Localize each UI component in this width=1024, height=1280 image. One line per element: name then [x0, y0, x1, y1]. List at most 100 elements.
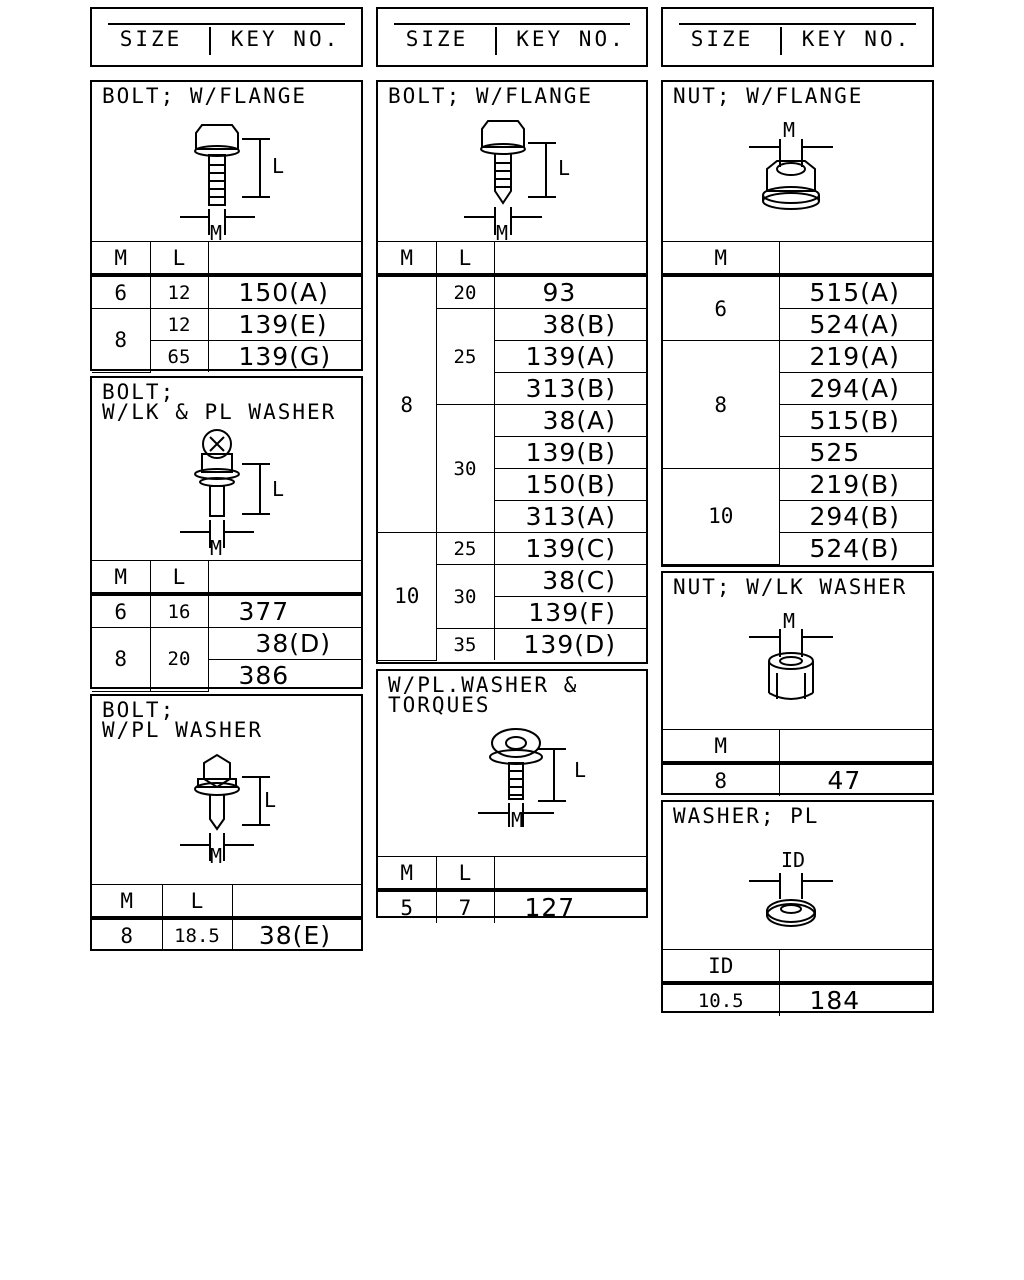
cell-l: 7: [435, 889, 495, 923]
size-label: SIZE: [690, 27, 754, 51]
cell-m: 6: [92, 593, 151, 628]
svg-text:L: L: [574, 758, 586, 782]
svg-text:M: M: [210, 221, 222, 242]
cell-m: 8: [92, 308, 151, 373]
key-no: 294(B): [779, 500, 932, 533]
svg-text:M: M: [783, 118, 795, 142]
panel-title: NUT; W/LK WASHER: [673, 575, 908, 599]
key-no: 139(B): [494, 436, 646, 469]
panel-title: NUT; W/FLANGE: [673, 84, 864, 108]
key-no: 294(A): [779, 372, 932, 405]
key-no: 139(C): [493, 532, 646, 565]
key-no: 386: [208, 659, 361, 691]
size-key-header-1: SIZE KEY NO.: [90, 7, 363, 67]
cell-m: 5: [378, 889, 437, 923]
key-no: 377: [207, 593, 361, 628]
col-m: M: [663, 241, 780, 277]
cell-m: 6: [92, 274, 151, 309]
panel-title: W/PL.WASHER & TORQUES: [388, 673, 579, 717]
cell-l: 25: [436, 308, 495, 405]
lock-washer-bolt-icon: L M: [180, 429, 284, 558]
flange-bolt-icon: L M: [180, 124, 284, 242]
size-label: SIZE: [119, 27, 183, 51]
key-no: 139(G): [207, 340, 361, 372]
col-m: M: [92, 884, 163, 920]
col-m: M: [92, 560, 151, 596]
cell-m: 8: [92, 917, 163, 951]
key-no: 524(B): [779, 532, 932, 564]
cell-m: 8: [92, 627, 151, 692]
svg-text:M: M: [511, 808, 523, 832]
key-no: 139(E): [207, 308, 361, 341]
cell-l: 16: [149, 593, 209, 628]
cell-m: 10: [378, 532, 437, 661]
cell-l: 12: [149, 274, 209, 309]
size-label: SIZE: [405, 27, 469, 51]
key-no: 139(D): [493, 628, 646, 660]
cell-l: 35: [436, 628, 495, 660]
col-l: L: [161, 884, 233, 920]
size-key-header-3: SIZE KEY NO.: [661, 7, 934, 67]
size-key-header-2: SIZE KEY NO.: [376, 7, 648, 67]
key-no: 219(B): [778, 468, 932, 501]
col-l: L: [435, 241, 495, 277]
panel-title: BOLT; W/FLANGE: [388, 84, 594, 108]
key-no: 524(A): [779, 308, 932, 341]
cell-m: 8: [663, 340, 780, 469]
cell-l: 12: [149, 308, 209, 341]
key-no: 47: [778, 762, 932, 796]
svg-text:M: M: [783, 609, 795, 633]
key-no: 38(B): [493, 308, 646, 341]
key-no: 93: [493, 274, 646, 309]
cell-l: 30: [436, 564, 495, 629]
col-l: L: [435, 856, 495, 892]
cell-m: 6: [663, 274, 780, 341]
svg-text:M: M: [210, 536, 222, 558]
key-no: 184: [778, 982, 932, 1016]
cell-l: 65: [150, 340, 209, 372]
col-m: M: [663, 729, 780, 765]
washer-icon: ID: [749, 848, 833, 927]
keyno-label: KEY NO.: [516, 27, 626, 51]
cell-l: 30: [436, 404, 495, 533]
svg-text:L: L: [558, 156, 570, 180]
key-no: 515(B): [779, 404, 932, 437]
key-no: 150(B): [494, 468, 646, 501]
lock-nut-icon: M: [749, 609, 833, 700]
key-no: 313(A): [494, 500, 646, 533]
key-no: 38(C): [493, 564, 646, 597]
cell-m: 8: [663, 762, 780, 796]
keyno-label: KEY NO.: [801, 27, 912, 51]
svg-text:M: M: [210, 844, 222, 868]
col-m: M: [378, 856, 437, 892]
cell-l: 18.5: [161, 917, 233, 951]
svg-text:L: L: [264, 788, 276, 812]
col-l: L: [149, 560, 209, 596]
cell-m: 8: [378, 274, 437, 533]
key-no: 219(A): [778, 340, 932, 373]
key-no: 38(E): [231, 917, 361, 951]
key-no: 38(D): [207, 627, 361, 660]
cell-l: 25: [435, 532, 495, 565]
cell-m: 10: [663, 468, 780, 565]
torx-screw-icon: L M: [478, 728, 586, 832]
panel-title: WASHER; PL: [673, 804, 820, 828]
svg-text:L: L: [272, 154, 284, 178]
key-no: 127: [493, 889, 646, 923]
col-m: M: [378, 241, 437, 277]
key-no: 139(F): [494, 596, 646, 629]
cell-id: 10.5: [663, 982, 780, 1016]
svg-text:M: M: [496, 221, 508, 242]
